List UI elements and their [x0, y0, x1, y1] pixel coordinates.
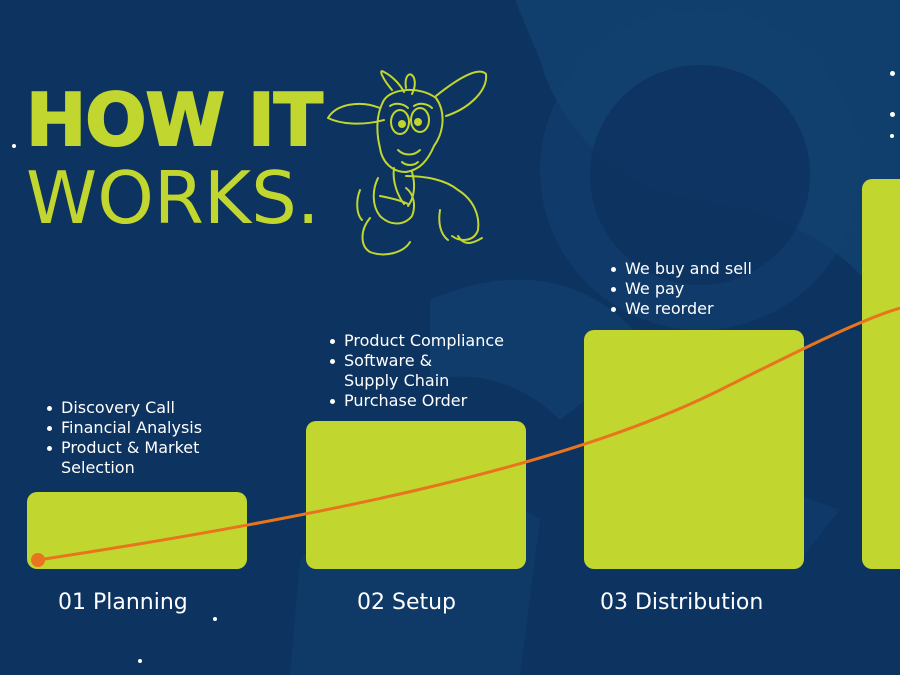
step-label-distribution: 03 Distribution	[600, 590, 764, 615]
curve-start-dot	[31, 553, 45, 567]
step-bar-setup	[306, 421, 526, 569]
list-item: Purchase Order	[328, 391, 504, 411]
list-item: We pay	[609, 279, 752, 299]
step-bar-distribution	[584, 330, 804, 569]
step-1-bullets: Discovery Call Financial Analysis Produc…	[45, 398, 202, 478]
step-label-planning: 01 Planning	[58, 590, 188, 615]
title-line-1: HOW IT	[25, 78, 324, 162]
star-dot	[12, 144, 16, 148]
step-bar-next	[862, 179, 900, 569]
list-item: Product & Market	[45, 438, 202, 458]
star-dot	[213, 617, 217, 621]
star-dot	[890, 71, 895, 76]
list-item-continuation: Selection	[61, 458, 135, 477]
step-label-setup: 02 Setup	[357, 590, 457, 615]
star-dot	[890, 134, 894, 138]
star-dot	[138, 659, 142, 663]
list-item: Product Compliance	[328, 331, 504, 351]
list-item: We buy and sell	[609, 259, 752, 279]
step-2-bullets: Product Compliance Software & Supply Cha…	[328, 331, 504, 411]
list-item: We reorder	[609, 299, 752, 319]
list-item: Financial Analysis	[45, 418, 202, 438]
list-item: Software &	[328, 351, 504, 371]
list-item-continuation: Supply Chain	[344, 371, 450, 390]
page-title: HOW IT WORKS.	[25, 78, 324, 240]
step-3-bullets: We buy and sell We pay We reorder	[609, 259, 752, 319]
star-dot	[890, 112, 895, 117]
title-line-2: WORKS.	[26, 156, 320, 240]
list-item: Discovery Call	[45, 398, 202, 418]
